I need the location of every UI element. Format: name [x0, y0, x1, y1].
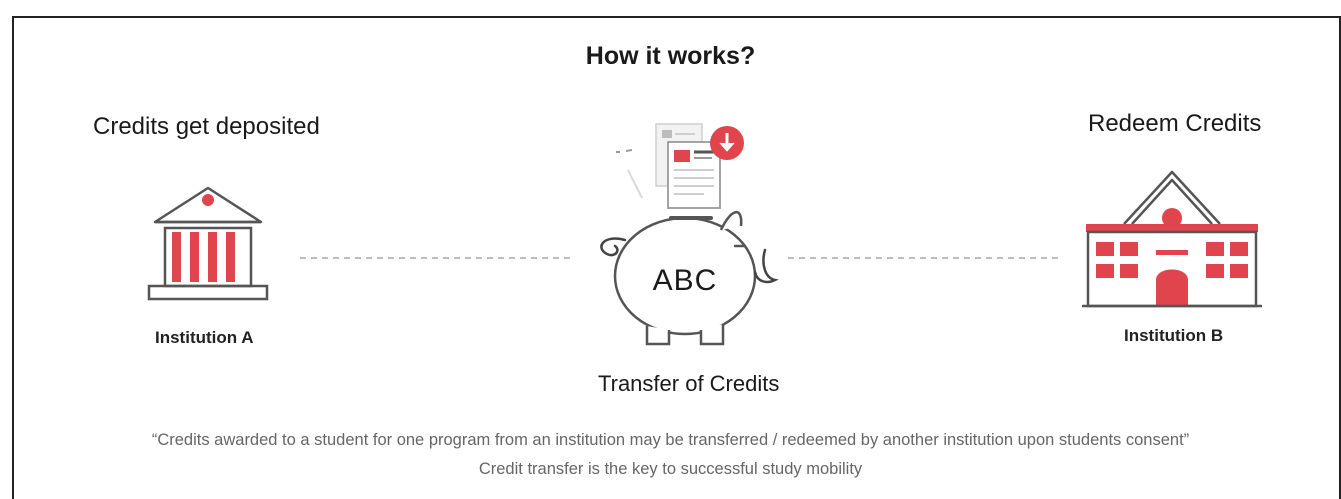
page-title: How it works?	[585, 42, 756, 70]
school-building-icon	[1082, 170, 1262, 308]
piggy-bank-icon: ABC	[600, 211, 779, 346]
document-download-icon	[616, 123, 744, 209]
tagline: Credit transfer is the key to successful…	[478, 460, 863, 478]
bank-building-icon	[147, 186, 269, 301]
institution-b-label: Institution B	[1124, 326, 1224, 345]
left-connector-line	[300, 257, 575, 259]
institution-a-label: Institution A	[155, 328, 254, 347]
transfer-label: Transfer of Credits	[598, 371, 780, 396]
right-heading: Redeem Credits	[1088, 110, 1262, 137]
left-heading: Credits get deposited	[93, 113, 320, 140]
piggy-bank-text: ABC	[653, 264, 718, 297]
definition-quote: “Credits awarded to a student for one pr…	[151, 431, 1190, 449]
right-connector-line	[788, 257, 1060, 259]
